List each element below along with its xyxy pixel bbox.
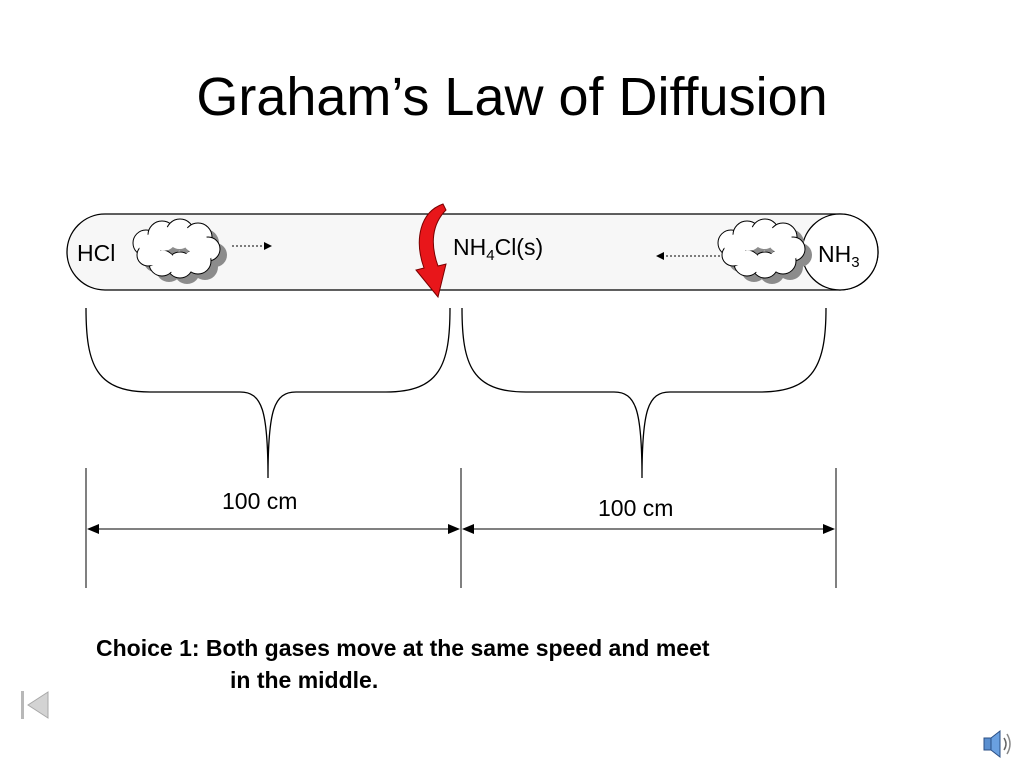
choice-text: Choice 1: Both gases move at the same sp… [96,632,896,696]
slide-title: Graham’s Law of Diffusion [196,67,828,127]
hcl-label: HCl [77,240,116,266]
right-brace [461,307,827,479]
left-brace [85,307,451,479]
nh3-label: NH3 [818,241,860,271]
left-distance-label: 100 cm [222,488,298,514]
choice-line-2: in the middle. [230,667,379,693]
reaction-curved-arrow [415,203,447,299]
speaker-icon[interactable] [980,726,1016,762]
nh4cl-label: NH4Cl(s) [453,234,544,264]
right-distance-label: 100 cm [598,495,674,521]
choice-line-1: Choice 1: Both gases move at the same sp… [96,635,710,661]
first-slide-icon[interactable] [18,688,52,722]
dimension-lines [85,468,837,588]
